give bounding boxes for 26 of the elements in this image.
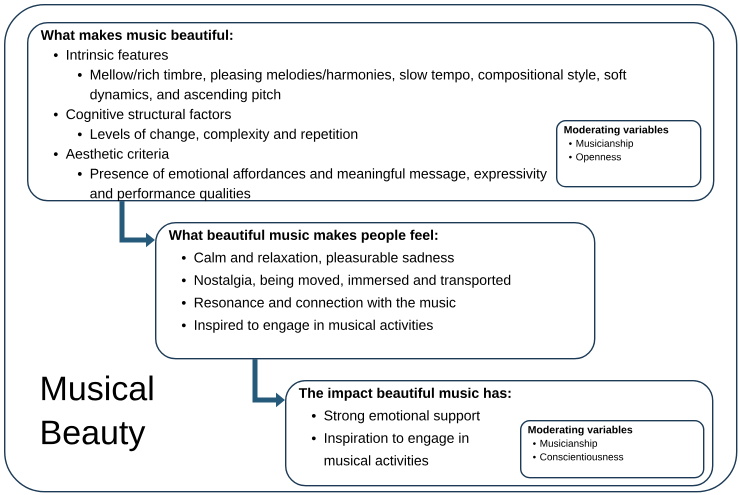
bullet-item: Inspiration to engage in musical activities — [312, 432, 468, 466]
sub-bullet-item: Mellow/rich timbre, pleasing melodies/harmonies, slow tempo, compositional style, soft dynamics, and ascending pitch — [78, 69, 626, 102]
rounded-box — [556, 120, 702, 188]
sub-bullet-item: Levels of change, complexity and repetition — [78, 128, 358, 142]
bullet-item: Cognitive structural factors — [54, 108, 231, 122]
heading-text: What beautiful music makes people feel: — [168, 230, 438, 243]
bullet-item: Aesthetic criteria — [54, 148, 170, 159]
bullet-item: Conscientiousness — [533, 453, 624, 460]
rounded-box — [155, 222, 596, 360]
bullet-item: Calm and relaxation, pleasurable sadness — [182, 252, 454, 266]
heading-text: What makes music beautiful: — [40, 30, 232, 40]
heading-text: The impact beautiful music has: — [298, 388, 510, 401]
rounded-box — [520, 420, 704, 478]
bullet-item: Openness — [569, 153, 621, 162]
rounded-box — [27, 22, 714, 202]
sub-bullet-item: Presence of emotional affordances and meaningful message, expressivity and performance qualities — [78, 168, 547, 202]
bullet-item: Resonance and connection with the music — [182, 297, 456, 308]
bullet-item: Nostalgia, being moved, immersed and transported — [182, 274, 510, 288]
bullet-item: Inspired to engage in musical activities — [182, 320, 433, 333]
bullet-item: Musicianship — [533, 440, 598, 449]
bullet-item: Intrinsic features — [54, 50, 168, 60]
heading-text: Moderating variables — [528, 426, 632, 436]
bullet-item: Musicianship — [569, 140, 634, 149]
bullet-item: Strong emotional support — [312, 410, 480, 424]
heading-text: Moderating variables — [564, 126, 668, 136]
title-text: Musical Beauty — [42, 376, 152, 452]
